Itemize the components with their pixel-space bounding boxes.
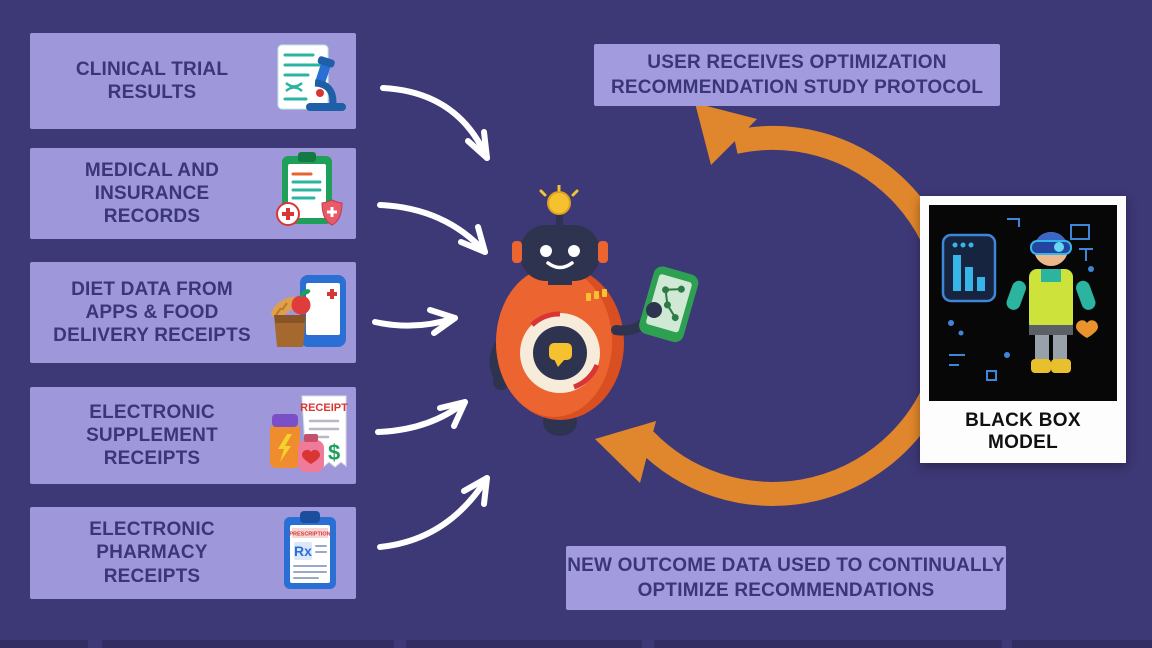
cycle-arrowhead-top-icon: [695, 103, 757, 165]
svg-text:RECEIPT: RECEIPT: [300, 402, 348, 414]
svg-text:Rx: Rx: [294, 543, 312, 559]
lightbulb-icon: [547, 191, 571, 215]
svg-text:$: $: [328, 440, 340, 465]
medical-insurance-records-icon: [268, 151, 352, 236]
source-box-supplement-receipts: ELECTRONIC SUPPLEMENT RECEIPTS RECEIPT $: [30, 387, 356, 484]
source-box-diet-data: DIET DATA FROM APPS & FOOD DELIVERY RECE…: [30, 262, 356, 363]
source-label: ELECTRONIC SUPPLEMENT RECEIPTS: [86, 401, 218, 470]
heart-icon: [1076, 320, 1098, 338]
input-arrow-1: [380, 85, 490, 161]
bottom-edge-decoration: [0, 640, 1152, 648]
source-label: CLINICAL TRIAL RESULTS: [75, 58, 229, 103]
bottom-edge-segment: [1012, 640, 1152, 648]
robot-head: [520, 225, 600, 281]
input-arrow-5: [377, 475, 490, 550]
source-label: MEDICAL AND INSURANCE RECORDS: [84, 159, 220, 228]
source-label: ELECTRONIC PHARMACY RECEIPTS: [89, 519, 215, 587]
bottom-edge-segment: [654, 640, 1002, 648]
black-box-model-card: BLACK BOX MODEL: [920, 196, 1126, 463]
input-arrow-3: [372, 315, 458, 329]
black-box-illustration: [929, 205, 1117, 401]
supplement-receipts-icon: RECEIPT $: [268, 394, 352, 478]
diet-data-icon: [268, 271, 352, 355]
tablet-icon: [639, 266, 699, 343]
bottom-edge-segment: [0, 640, 88, 648]
robot-assistant-illustration: [489, 185, 699, 436]
source-box-medical-insurance: MEDICAL AND INSURANCE RECORDS: [30, 148, 356, 239]
vr-goggles-icon: [1030, 240, 1072, 255]
black-box-caption: BLACK BOX MODEL: [965, 410, 1081, 453]
chat-bubble-icon: [549, 343, 572, 360]
top-process-label: USER RECEIVES OPTIMIZATION RECOMMENDATIO…: [594, 44, 1000, 106]
input-arrow-3-head-icon: [427, 307, 458, 336]
robot-indicator-lights: [586, 289, 607, 301]
input-arrow-4-head-icon: [437, 399, 468, 429]
source-box-pharmacy-receipts: ELECTRONIC PHARMACY RECEIPTS PRESCRIPTIO…: [30, 507, 356, 599]
vr-user-figure: [1006, 232, 1096, 373]
input-arrow-4: [375, 399, 468, 435]
input-arrow-1-head-icon: [465, 129, 490, 161]
svg-text:PRESCRIPTION: PRESCRIPTION: [289, 532, 330, 538]
bottom-process-label: NEW OUTCOME DATA USED TO CONTINUALLY OPT…: [566, 546, 1006, 610]
bottom-edge-segment: [102, 640, 394, 648]
pharmacy-receipts-icon: PRESCRIPTION Rx: [268, 511, 352, 595]
source-label: DIET DATA FROM APPS & FOOD DELIVERY RECE…: [53, 278, 251, 347]
bottom-edge-segment: [406, 640, 642, 648]
source-box-clinical-trial: CLINICAL TRIAL RESULTS: [30, 33, 356, 129]
input-arrow-5-head-icon: [461, 475, 490, 507]
clinical-trial-icon: [268, 39, 352, 123]
